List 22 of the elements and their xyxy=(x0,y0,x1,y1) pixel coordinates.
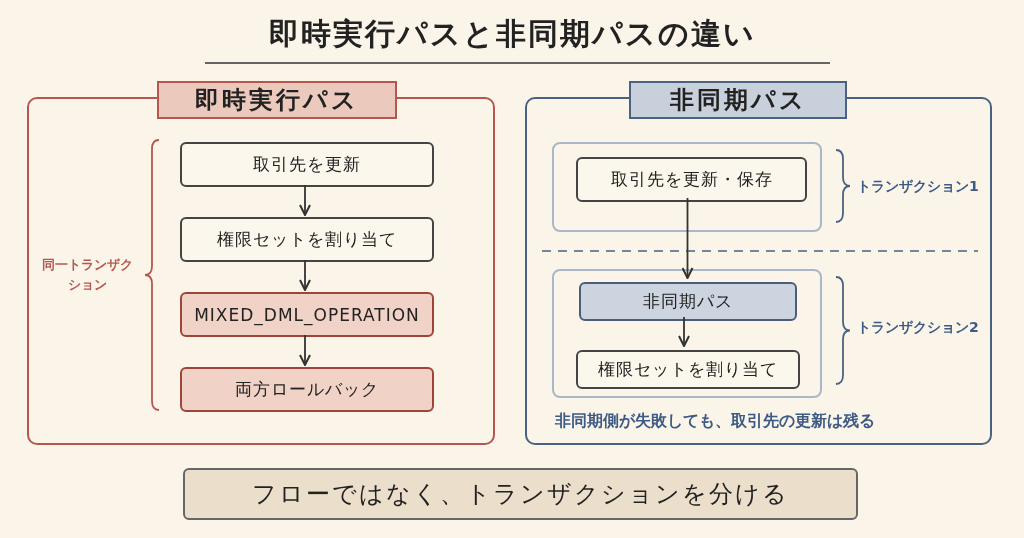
arrow xyxy=(681,197,694,279)
title: 即時実行パスと非同期パスの違い xyxy=(267,15,757,53)
transaction-group xyxy=(552,142,822,232)
summary-banner: フローではなく、トランザクションを分ける xyxy=(183,468,858,520)
arrow xyxy=(299,184,311,216)
process-box: MIXED_DML_OPERATION xyxy=(180,292,434,337)
process-box: 非同期パス xyxy=(579,282,797,321)
panel-heading: 即時実行パス xyxy=(157,81,397,119)
arrow xyxy=(299,334,311,366)
transaction-label: トランザクション2 xyxy=(857,319,979,337)
transaction-label: トランザクション1 xyxy=(857,178,979,196)
panel-heading: 非同期パス xyxy=(629,81,847,119)
process-box: 権限セットを割り当て xyxy=(180,217,434,262)
process-box: 取引先を更新 xyxy=(180,142,434,187)
process-box: 両方ロールバック xyxy=(180,367,434,412)
transaction-group xyxy=(552,269,822,398)
process-box: 取引先を更新・保存 xyxy=(576,157,807,202)
transaction-label: 同一トランザクション xyxy=(40,256,134,294)
arrow xyxy=(299,259,311,291)
note-text: 非同期側が失敗しても、取引先の更新は残る xyxy=(555,410,876,432)
arrow xyxy=(678,316,690,347)
process-box: 権限セットを割り当て xyxy=(576,350,800,389)
